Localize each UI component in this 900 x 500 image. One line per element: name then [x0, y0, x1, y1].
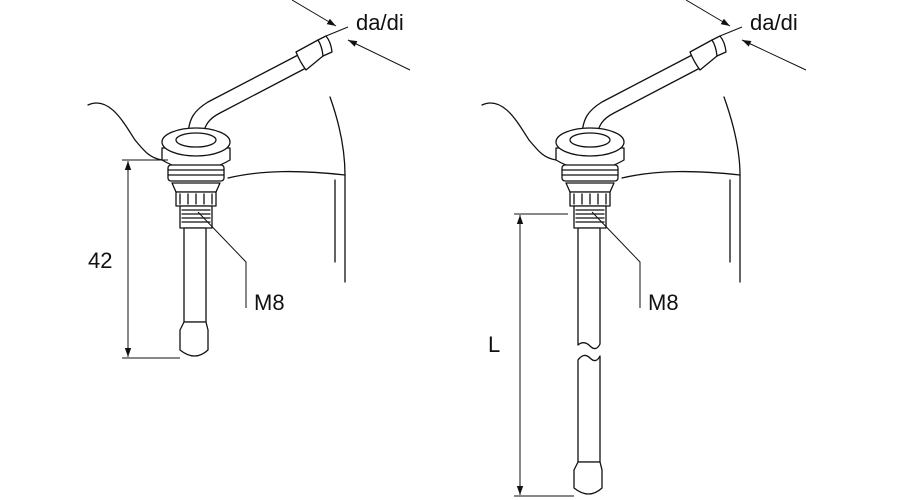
left-thread-label: M8	[254, 290, 285, 315]
left-diameter-dimension: da/di	[291, 0, 411, 71]
left-fitting	[161, 127, 231, 229]
right-view: L M8 da/di	[481, 0, 807, 497]
left-view: 42 M8 da/di	[87, 0, 411, 359]
left-height-label: 42	[88, 248, 112, 273]
right-fitting	[555, 127, 625, 229]
left-lower-tube	[179, 227, 209, 357]
right-lower-tube	[573, 227, 603, 495]
right-diameter-dimension: da/di	[685, 0, 807, 71]
left-supply-tube	[187, 35, 333, 141]
right-thread-label: M8	[648, 290, 679, 315]
left-diameter-label: da/di	[356, 10, 404, 35]
right-basin-outline	[481, 96, 741, 283]
right-length-dimension: L	[488, 213, 574, 497]
right-length-label: L	[488, 332, 500, 357]
right-supply-tube	[581, 35, 727, 141]
left-thread-callout: M8	[197, 211, 285, 315]
right-diameter-label: da/di	[750, 10, 798, 35]
left-height-dimension: 42	[88, 159, 180, 359]
right-thread-callout: M8	[591, 211, 679, 315]
left-basin-outline	[87, 96, 346, 283]
